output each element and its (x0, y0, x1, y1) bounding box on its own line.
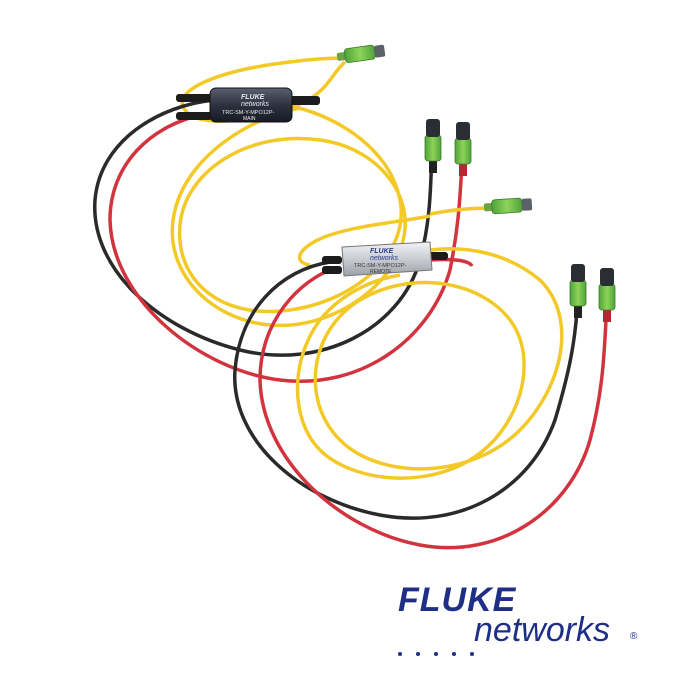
remote-part-number: TRC-SM-Y-MPO12P- (354, 263, 407, 269)
logo-word-networks: networks (474, 611, 611, 649)
fluke-networks-logo: FLUKE networks ® (392, 581, 652, 656)
main-role-label: MAIN (243, 116, 256, 122)
lower-yellow-mpo-connector (483, 197, 533, 215)
upper-red-mpo-connector (454, 122, 472, 176)
lower-red-mpo-connector (598, 268, 616, 322)
remote-role-label: REMOTE (370, 269, 392, 275)
logo-word-fluke: FLUKE (398, 581, 517, 619)
logo-dots (398, 643, 488, 661)
main-breakout-module: FLUKE networks TRC-SM-Y-MPO12P- MAIN (176, 87, 320, 123)
remote-brand-top: FLUKE (370, 248, 394, 255)
upper-red-cable (108, 112, 464, 383)
upper-black-mpo-connector (424, 119, 442, 173)
remote-breakout-module: FLUKE networks TRC-SM-Y-MPO12P- REMOTE (322, 241, 448, 277)
remote-brand-bottom: networks (370, 255, 399, 262)
lower-black-cable (233, 260, 579, 520)
logo-registered-mark: ® (630, 631, 638, 642)
main-brand-bottom: networks (241, 101, 270, 108)
upper-yellow-mpo-connector (336, 44, 386, 63)
main-brand-top: FLUKE (241, 94, 265, 101)
main-part-number: TRC-SM-Y-MPO12P- (222, 110, 275, 116)
upper-black-cable (93, 98, 434, 357)
lower-black-mpo-connector (569, 264, 587, 318)
